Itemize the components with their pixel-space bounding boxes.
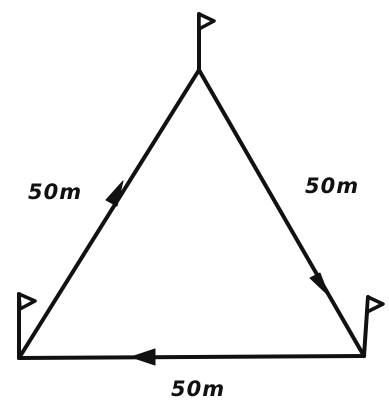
right-side-label: 50m xyxy=(305,174,359,198)
left-side-arrow xyxy=(105,180,124,207)
bottom-side-line xyxy=(17,354,366,360)
bottom-side-arrow xyxy=(130,348,156,366)
left-side-line xyxy=(17,68,201,360)
left-flag-icon xyxy=(17,292,37,360)
right-side-line xyxy=(197,68,366,358)
right-side-arrow xyxy=(309,272,330,297)
top-flag-icon xyxy=(197,12,216,72)
left-side-label: 50m xyxy=(28,180,82,204)
bottom-side-label: 50m xyxy=(171,377,225,401)
right-flag-icon xyxy=(362,295,385,358)
